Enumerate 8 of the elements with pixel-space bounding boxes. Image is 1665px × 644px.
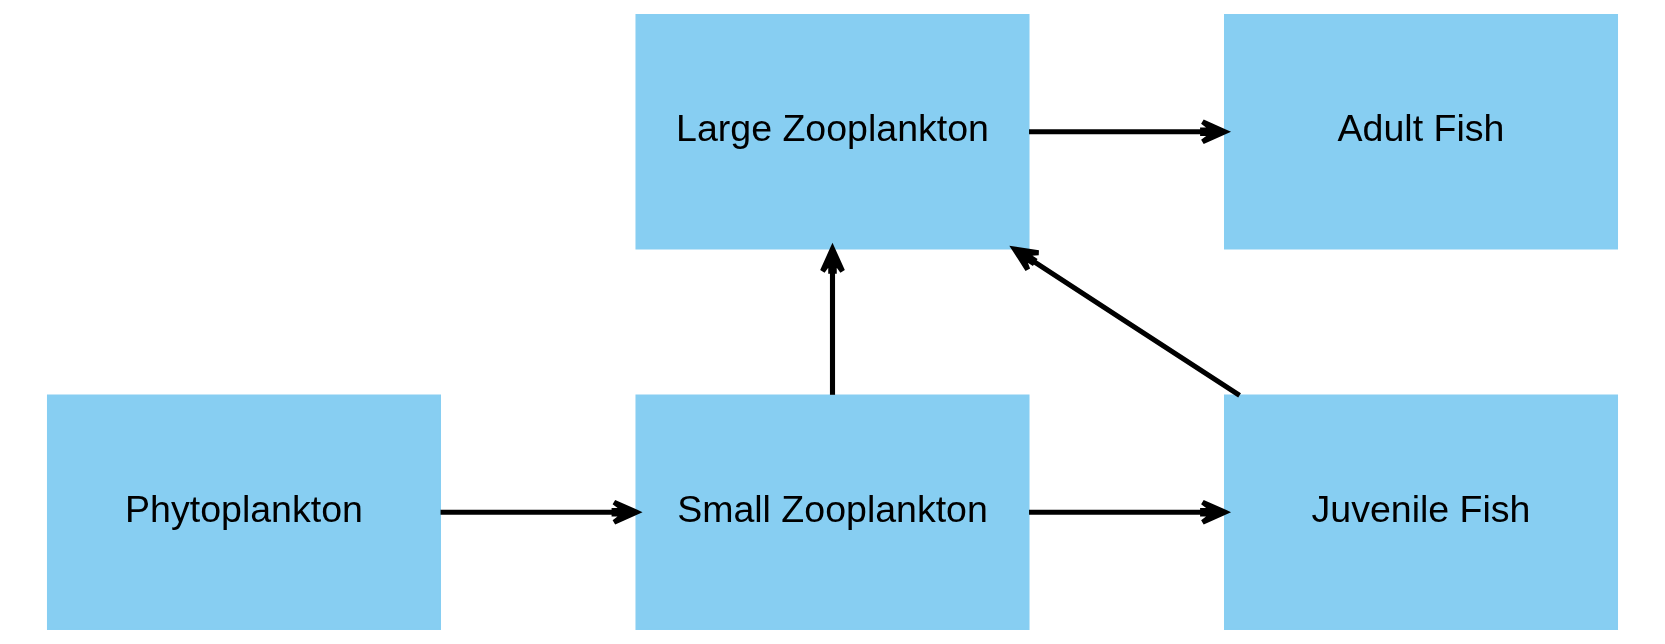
node-box: Juvenile Fish (1224, 394, 1619, 630)
arrow (1011, 246, 1241, 398)
node-box: Small Zooplankton (635, 394, 1030, 630)
node-box: Phytoplankton (46, 394, 441, 630)
node-box: Large Zooplankton (635, 14, 1030, 250)
arrow (1029, 499, 1228, 525)
arrow (1029, 119, 1228, 145)
node-box: Adult Fish (1224, 14, 1619, 250)
